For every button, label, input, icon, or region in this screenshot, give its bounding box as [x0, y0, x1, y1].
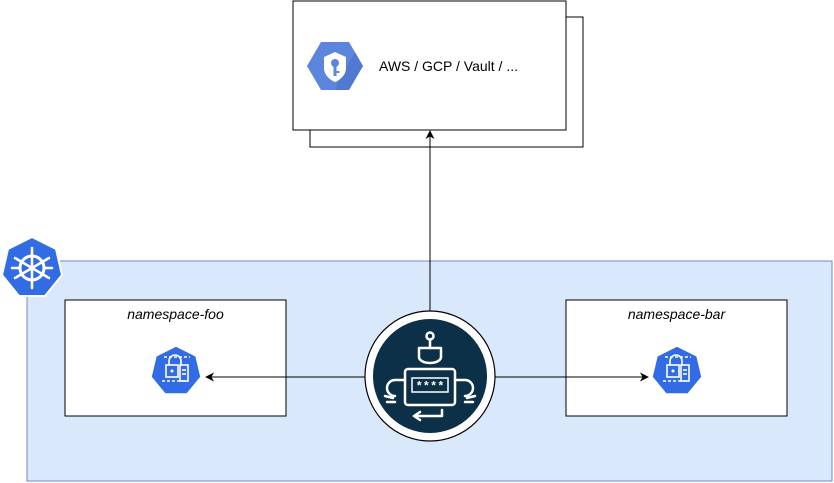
kubernetes-secret-icon [651, 345, 703, 395]
robot-secret-icon[interactable]: **** [364, 310, 496, 442]
robot-badge-text: **** [416, 380, 445, 394]
kubernetes-secret-icon [150, 345, 202, 395]
namespace-foo-label: namespace-foo [127, 306, 224, 322]
namespace-bar-label: namespace-bar [628, 306, 727, 322]
provider-label: AWS / GCP / Vault / ... [379, 58, 518, 74]
key-shield-icon [307, 42, 363, 90]
kubernetes-helm-icon [0, 235, 64, 297]
